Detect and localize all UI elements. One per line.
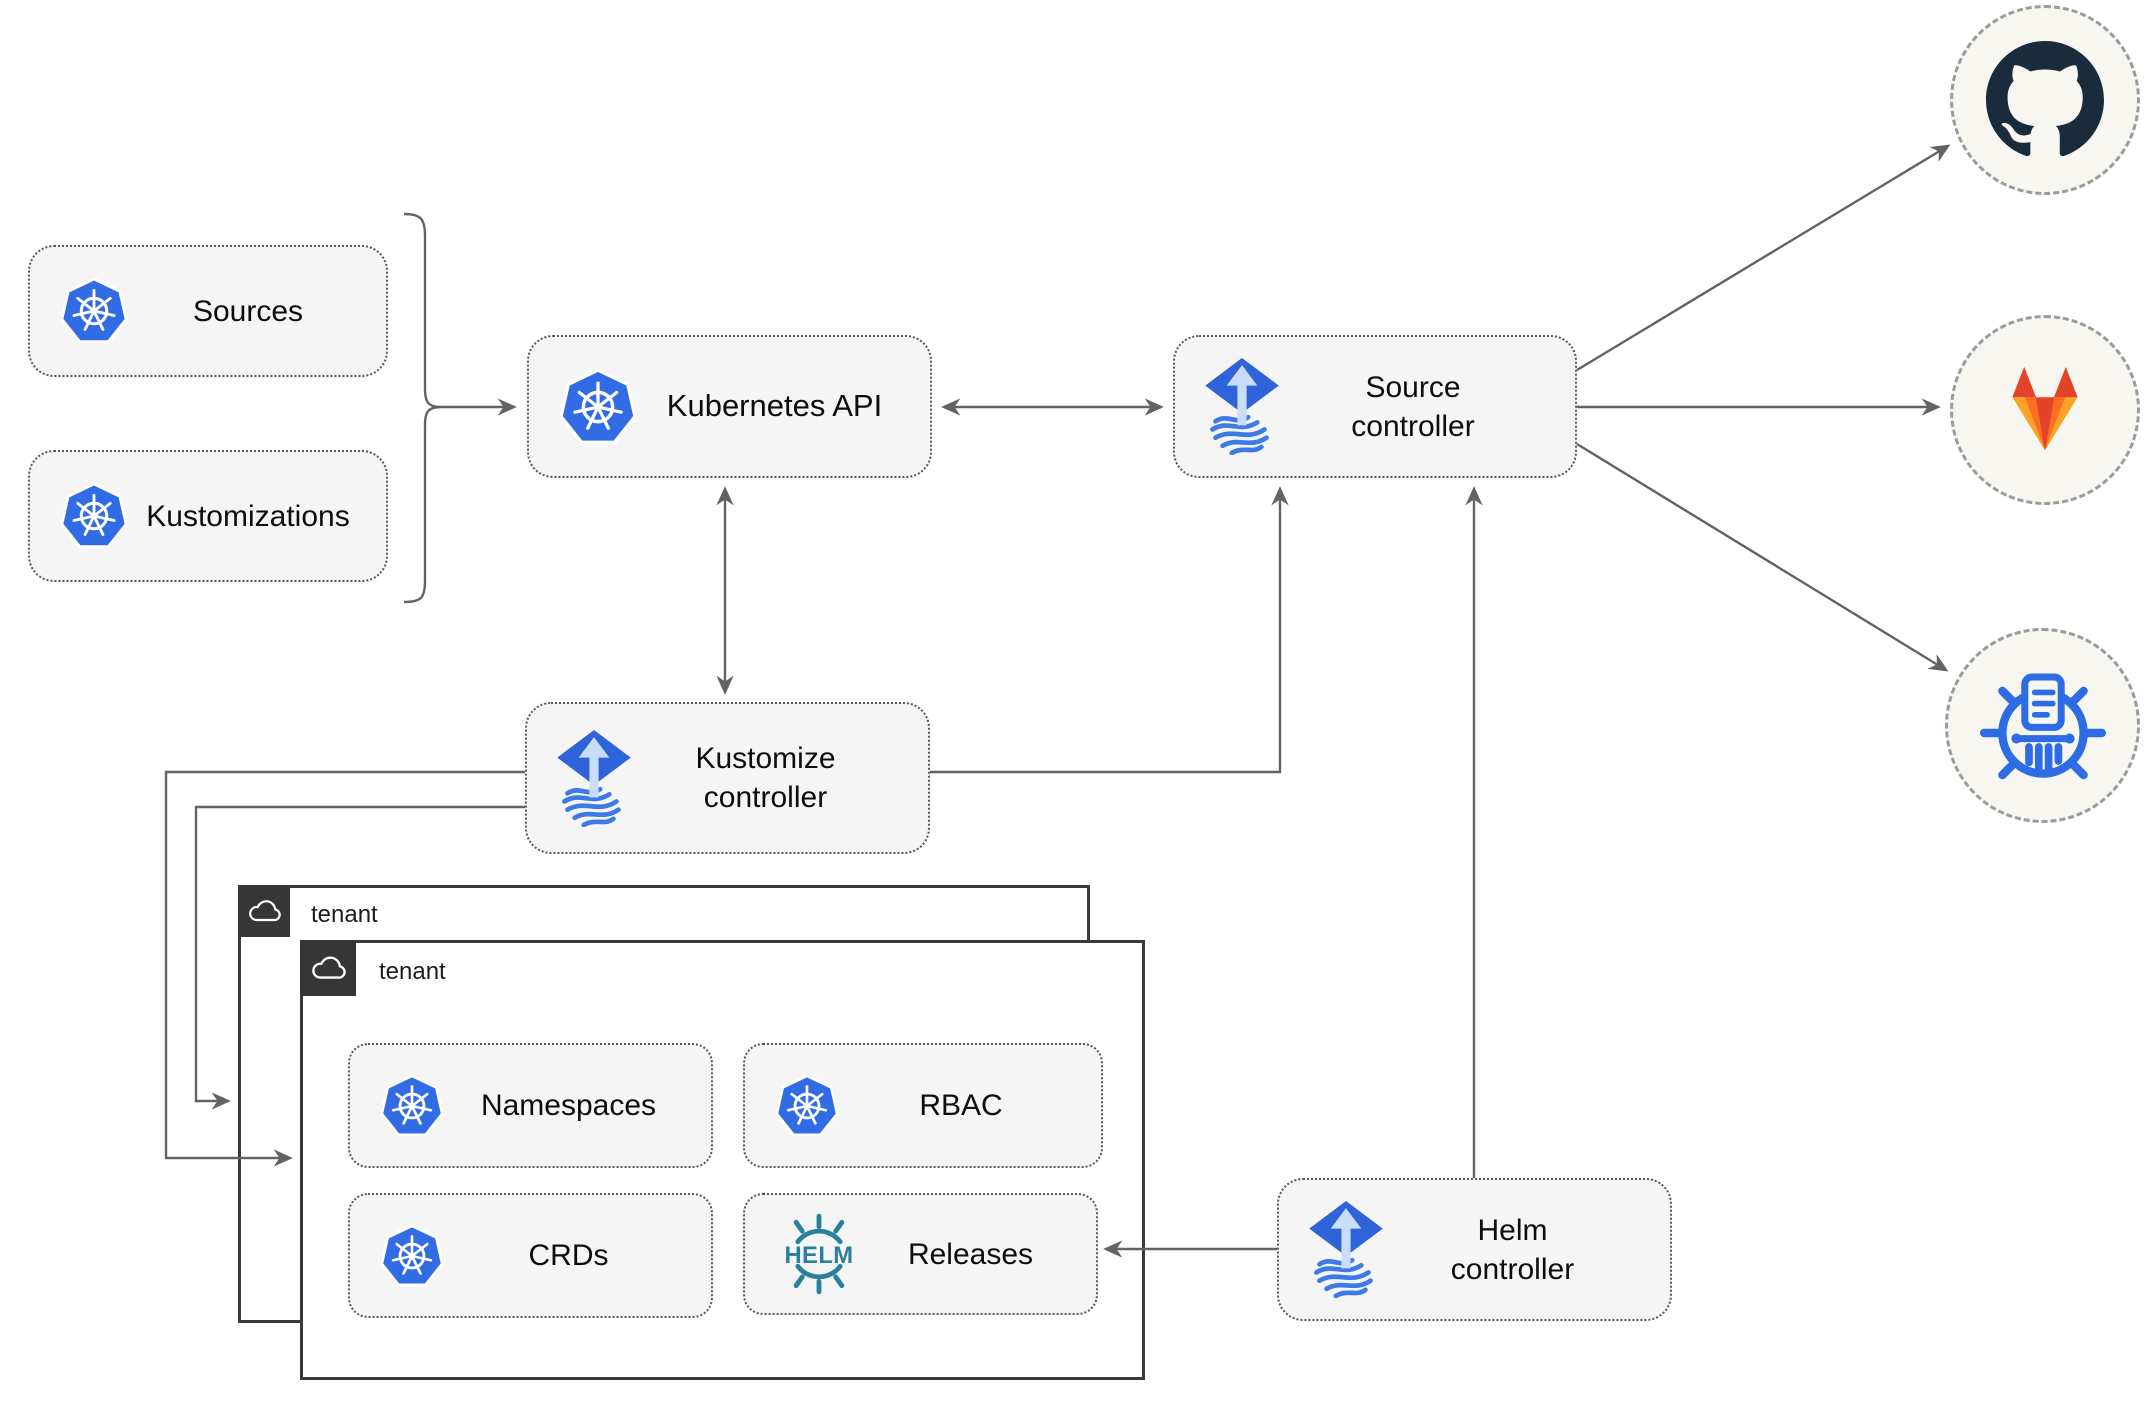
node-helm-controller-label: Helm controller: [1450, 1213, 1575, 1286]
cloud-icon: [249, 900, 281, 922]
flux-icon: [557, 730, 631, 827]
node-kustomizations: Kustomizations: [28, 450, 388, 582]
node-namespaces-label: Namespaces: [480, 1089, 657, 1122]
endpoint-github: [1950, 5, 2140, 195]
gitlab-tanuki-icon: [2012, 366, 2078, 450]
node-namespaces: Namespaces: [348, 1043, 713, 1168]
node-crds-label: CRDs: [528, 1239, 609, 1272]
helm-wordmark: HELM: [784, 1242, 853, 1269]
node-kustomize-controller-label: Kustomize controller: [695, 742, 836, 814]
tenant-box-inner: tenant Namespaces RBAC CRDs HELM Release…: [300, 940, 1145, 1380]
bracket-sources-kustomizations: [403, 212, 442, 604]
node-releases: HELM Releases: [743, 1193, 1098, 1315]
tenant-tab: [238, 885, 290, 937]
node-kustomizations-label: Kustomizations: [146, 499, 350, 533]
arrow-kustomize-to-source-controller: [930, 486, 1289, 774]
flux-icon: [1205, 358, 1279, 455]
node-kubernetes-api: Kubernetes API: [527, 335, 932, 478]
node-crds: CRDs: [348, 1193, 713, 1318]
node-kubernetes-api-label: Kubernetes API: [666, 388, 883, 424]
tenant-outer-label: tenant: [311, 901, 378, 928]
endpoint-gitlab: [1950, 315, 2140, 505]
kubernetes-icon: [380, 1074, 444, 1137]
arrow-source-to-github: [1576, 144, 1951, 372]
node-rbac-label: RBAC: [919, 1089, 1003, 1122]
node-releases-label: Releases: [907, 1237, 1034, 1271]
node-sources-label: Sources: [192, 294, 304, 328]
tenant-tab: [300, 940, 356, 996]
node-rbac: RBAC: [743, 1043, 1103, 1168]
chartmuseum-wheel-icon: [1979, 673, 2106, 779]
node-kustomize-controller: Kustomize controller: [525, 702, 930, 854]
helm-logo-icon: HELM: [775, 1213, 863, 1295]
node-source-controller-label: Source controller: [1351, 370, 1475, 443]
endpoint-chartmuseum: [1945, 628, 2140, 823]
kubernetes-icon: [559, 368, 637, 445]
cloud-icon: [312, 956, 346, 979]
node-helm-controller: Helm controller: [1277, 1178, 1672, 1321]
node-sources: Sources: [28, 245, 388, 377]
tenant-inner-label: tenant: [379, 958, 446, 985]
kubernetes-icon: [380, 1224, 444, 1287]
arrow-source-to-chartmuseum: [1576, 442, 1949, 672]
kubernetes-icon: [60, 278, 128, 344]
github-octocat-icon: [1986, 41, 2104, 157]
flux-icon: [1309, 1201, 1383, 1298]
kubernetes-icon: [775, 1074, 839, 1137]
node-source-controller: Source controller: [1173, 335, 1577, 478]
kubernetes-icon: [60, 483, 128, 549]
